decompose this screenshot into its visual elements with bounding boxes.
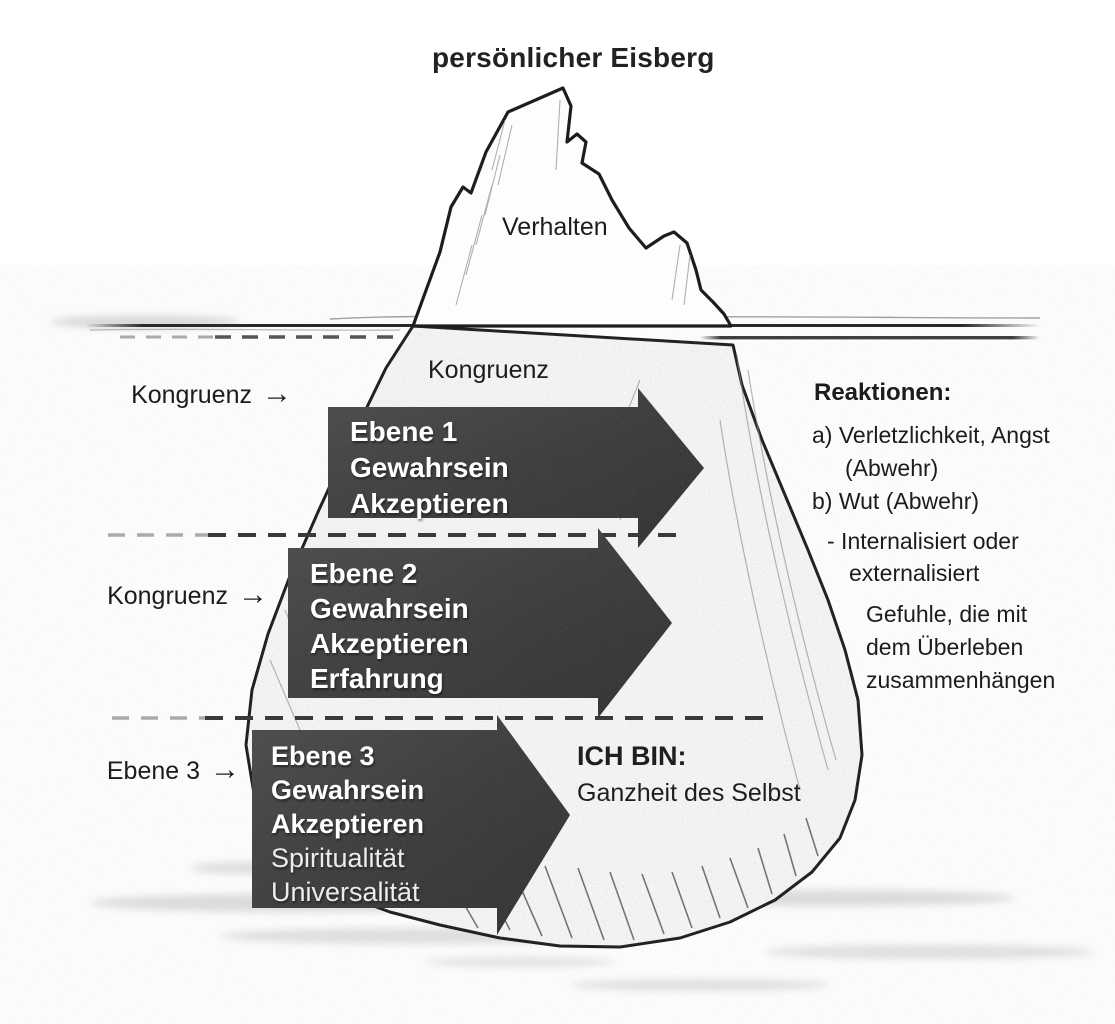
right-arrow-icon: → bbox=[262, 377, 292, 410]
reactions-heading: Reaktionen: bbox=[814, 379, 952, 406]
level-3-line: Spiritualität bbox=[271, 843, 405, 873]
reaction-item-a: a) Verletzlichkeit, Angst bbox=[812, 422, 1050, 448]
iceberg-kongruenz-label: Kongruenz bbox=[428, 356, 549, 384]
level-3-line: Universalität bbox=[271, 877, 420, 907]
level-3-line: Akzeptieren bbox=[271, 809, 425, 839]
pointer-kongruenz-1: Kongruenz → bbox=[131, 377, 292, 410]
level-2-text: Ebene 2 Gewahrsein Akzeptieren Erfahrung bbox=[310, 556, 469, 696]
reaction-item-b: b) Wut (Abwehr) bbox=[812, 488, 980, 514]
core-heading: ICH BIN: bbox=[577, 741, 687, 771]
level-1-text: Ebene 1 Gewahrsein Akzeptieren bbox=[350, 414, 509, 522]
iceberg-above-label: Verhalten bbox=[502, 213, 608, 241]
right-arrow-icon: → bbox=[238, 578, 268, 611]
pointer-label-text: Ebene 3 bbox=[106, 756, 200, 785]
core-text: Ganzheit des Selbst bbox=[577, 779, 801, 807]
level-1-line: Ebene 1 bbox=[350, 416, 458, 447]
level-2-line: Gewahrsein bbox=[310, 593, 469, 624]
reaction-sub-line-2: externalisiert bbox=[849, 560, 980, 586]
reaction-note-line-2: dem Überleben bbox=[866, 634, 1024, 660]
pointer-kongruenz-2: Kongruenz → bbox=[107, 578, 268, 611]
level-2-line: Ebene 2 bbox=[310, 558, 418, 589]
reaction-sub-line-1: - Internalisiert oder bbox=[827, 528, 1019, 554]
reaction-item-a-cont: (Abwehr) bbox=[845, 455, 939, 481]
pointer-ebene-3: Ebene 3 → bbox=[106, 753, 240, 786]
reaction-note-line-3: zusammenhängen bbox=[866, 667, 1056, 693]
pointer-label-text: Kongruenz bbox=[107, 581, 228, 610]
iceberg-above-hatching bbox=[455, 99, 691, 306]
reaction-note-line-1: Gefuhle, die mit bbox=[866, 601, 1028, 627]
level-3-line: Ebene 3 bbox=[271, 741, 375, 771]
level-1-line: Akzeptieren bbox=[350, 488, 509, 519]
iceberg-above-water bbox=[411, 86, 733, 328]
level-2-line: Erfahrung bbox=[310, 663, 444, 694]
level-2-line: Akzeptieren bbox=[310, 628, 469, 659]
page-title: persönlicher Eisberg bbox=[432, 42, 715, 73]
level-separators bbox=[108, 335, 768, 720]
level-arrows bbox=[252, 388, 704, 935]
level-3-line: Gewahrsein bbox=[271, 775, 425, 805]
level-3-text: Ebene 3 Gewahrsein Akzeptieren Spiritual… bbox=[271, 739, 424, 909]
level-1-line: Gewahrsein bbox=[350, 452, 509, 483]
right-arrow-icon: → bbox=[210, 753, 240, 786]
pointer-label-text: Kongruenz bbox=[131, 380, 252, 409]
